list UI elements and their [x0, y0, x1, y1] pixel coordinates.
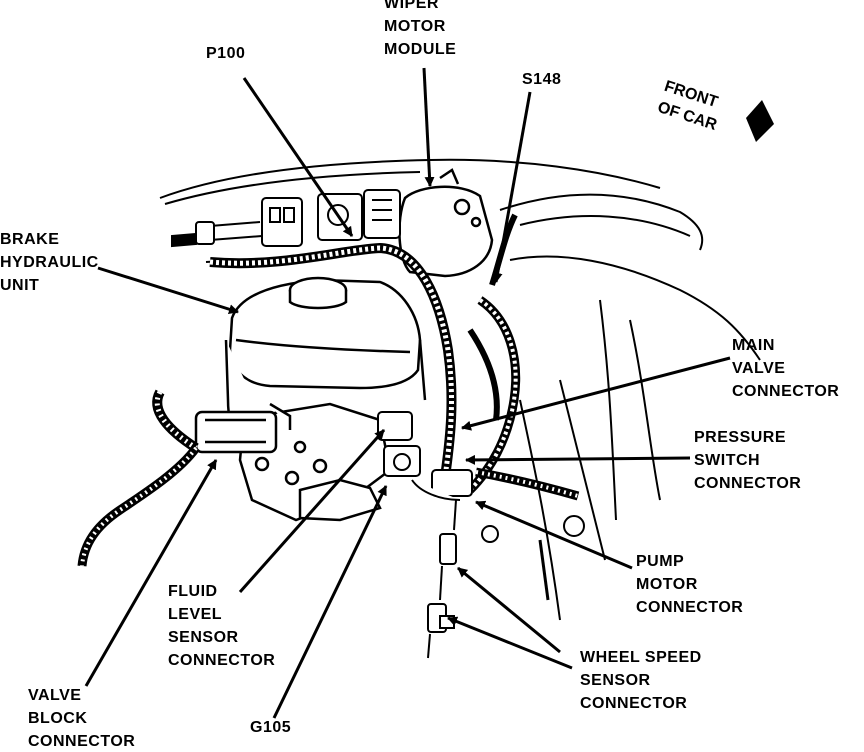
label-line: WIPER	[384, 0, 439, 12]
label-line: PRESSURE	[694, 429, 787, 446]
label-line: MAIN	[732, 337, 775, 354]
valve-block-leader	[84, 459, 218, 687]
pump-motor-leader	[475, 500, 633, 570]
valve-connectors	[377, 411, 473, 501]
label-line: SENSOR	[580, 672, 651, 689]
valve-block	[194, 402, 392, 522]
label-line: BRAKE	[0, 231, 60, 248]
label-line: MODULE	[384, 41, 457, 58]
wiper-motor-leader	[422, 67, 435, 187]
brake-unit-leader	[97, 266, 239, 315]
valve-block-harness	[77, 389, 200, 567]
main-valve-leader	[461, 356, 731, 431]
front-of-car-arrow	[746, 100, 774, 142]
brake-hydraulic-unit-label: BRAKE HYDRAULIC UNIT	[0, 228, 99, 297]
wheel-speed-leader-2	[447, 616, 573, 670]
label-line: P100	[206, 45, 246, 62]
p100-label: P100	[206, 42, 245, 65]
wiper-motor-module	[398, 168, 494, 278]
pressure-switch-leader	[465, 454, 691, 465]
pump-motor-connector-label: PUMP MOTOR CONNECTOR	[636, 550, 743, 619]
wheel-speed-leader-1	[457, 566, 561, 654]
label-line: G105	[250, 719, 292, 736]
label-line: CONNECTOR	[28, 733, 136, 750]
label-line: MOTOR	[636, 576, 698, 593]
label-line: HYDRAULIC	[0, 254, 99, 271]
label-line: CONNECTOR	[694, 475, 802, 492]
s148-label: S148	[522, 68, 561, 91]
pressure-switch-connector-label: PRESSURE SWITCH CONNECTOR	[694, 426, 801, 495]
label-line: LEVEL	[168, 606, 223, 623]
label-line: VALVE	[732, 360, 786, 377]
label-line: CONNECTOR	[636, 599, 744, 616]
label-line: FLUID	[168, 583, 218, 600]
pump-motor-harness	[475, 467, 585, 601]
main-valve-connector-label: MAIN VALVE CONNECTOR	[732, 334, 839, 403]
label-line: SENSOR	[168, 629, 239, 646]
label-line: VALVE	[28, 687, 82, 704]
valve-block-connector-label: VALVE BLOCK CONNECTOR	[28, 684, 135, 752]
label-line: BLOCK	[28, 710, 88, 727]
label-line: UNIT	[0, 277, 40, 294]
fluid-level-sensor-connector-label: FLUID LEVEL SENSOR CONNECTOR	[168, 580, 275, 672]
label-line: CONNECTOR	[580, 695, 688, 712]
label-line: WHEEL SPEED	[580, 649, 702, 666]
label-line: CONNECTOR	[732, 383, 840, 400]
label-line: S148	[522, 71, 562, 88]
label-line: CONNECTOR	[168, 652, 276, 669]
leader-arrows	[84, 67, 731, 719]
wheel-speed-connector-parts	[427, 499, 457, 659]
g105-leader	[272, 485, 388, 719]
label-line: MOTOR	[384, 18, 446, 35]
label-line: SWITCH	[694, 452, 761, 469]
wiper-motor-module-label: WIPER MOTOR MODULE	[384, 0, 456, 61]
g105-label: G105	[250, 716, 291, 739]
cowl-outline	[159, 158, 761, 621]
s148-leader	[492, 91, 532, 283]
fluid-level-leader	[238, 429, 386, 593]
wheel-speed-sensor-connector-label: WHEEL SPEED SENSOR CONNECTOR	[580, 646, 702, 715]
p100-leader	[242, 77, 354, 237]
label-line: PUMP	[636, 553, 685, 570]
